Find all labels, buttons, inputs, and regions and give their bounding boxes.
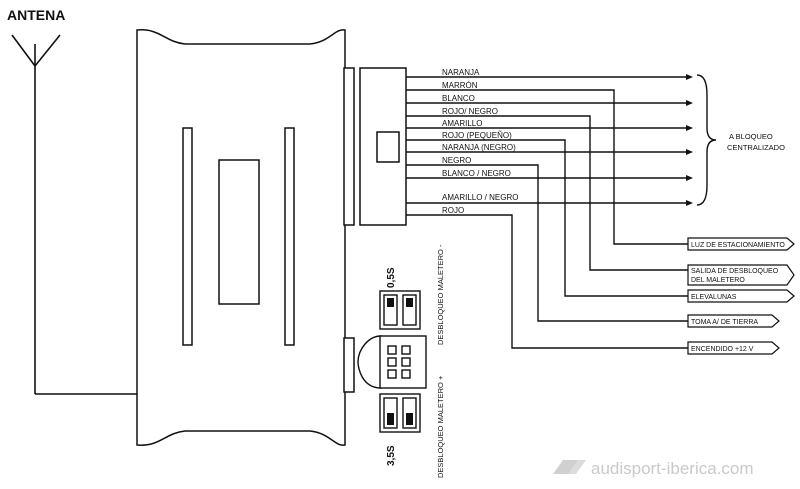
- output-tag-luz: [687, 237, 795, 251]
- output-label-elevalunas: ELEVALUNAS: [691, 294, 737, 301]
- wire-arrowhead: [686, 149, 693, 155]
- wire-arrowhead: [686, 74, 693, 80]
- watermark-logo-icon: [568, 460, 586, 474]
- jumper-pin: [401, 345, 411, 355]
- bracket-label-line1: A BLOQUEO: [729, 132, 773, 141]
- jumper-bottom-value: 3,5S: [386, 445, 397, 466]
- output-tag-toma: [687, 314, 780, 328]
- wire-label-negro: NEGRO: [442, 156, 471, 165]
- wire-label-rojo: ROJO: [442, 206, 464, 215]
- wire-connector: [359, 67, 407, 226]
- wire-label-rojo-pequeno: ROJO (PEQUEÑO): [442, 131, 512, 140]
- jumper-block: [357, 290, 427, 433]
- watermark-logo-icon: [553, 460, 580, 474]
- bracket-label-line2: CENTRALIZADO: [727, 143, 785, 152]
- jumper-top-label: DESBLOQUEO MALETERO -: [436, 244, 445, 345]
- wire-label-amarillo: AMARILLO: [442, 119, 482, 128]
- output-tag-elevalunas: [687, 289, 795, 303]
- wire-label-blanco: BLANCO: [442, 94, 475, 103]
- output-label-luz: LUZ DE ESTACIONAMIENTO: [691, 242, 785, 249]
- output-label-encendido: ENCENDIDO +12 V: [691, 346, 754, 353]
- wire-labels: NARANJA MARRÓN BLANCO ROJO/ NEGRO AMARIL…: [442, 68, 518, 215]
- wire-label-rojo-negro: ROJO/ NEGRO: [442, 107, 498, 116]
- jumper-pin: [387, 369, 397, 379]
- jumper-pin: [401, 357, 411, 367]
- jumper-bottom-cap: [387, 413, 394, 425]
- output-label-salida-line2: DEL MALETERO: [691, 277, 745, 284]
- output-label-toma: TOMA A/ DE TIERRA: [691, 319, 758, 326]
- wire-arrowhead: [686, 125, 693, 131]
- jumper-top-cap: [387, 298, 394, 307]
- output-label-salida-line1: SALIDA DE DESBLOQUEO: [691, 268, 779, 275]
- wire-arrowhead: [686, 175, 693, 181]
- antenna-arm-right: [34, 34, 61, 67]
- module-chip: [218, 159, 260, 305]
- wire-negro: [406, 164, 688, 322]
- antenna: [11, 34, 137, 395]
- wire-marron: [406, 89, 688, 245]
- wire-rojo-negro: [406, 115, 688, 271]
- wire-label-blanco-negro: BLANCO / NEGRO: [442, 169, 511, 178]
- control-module: [136, 29, 355, 446]
- watermark-text: audisport-iberica.com: [591, 459, 754, 478]
- wire-arrowhead: [686, 200, 693, 206]
- jumper-connector-hood: [357, 335, 382, 389]
- wire-label-amarillo-negro: AMARILLO / NEGRO: [442, 193, 518, 202]
- wire-label-marron: MARRÓN: [442, 81, 478, 90]
- jumper-pin: [387, 357, 397, 367]
- module-side-plate: [343, 67, 355, 226]
- jumper-pin: [387, 345, 397, 355]
- jumper-top-value: 0,5S: [386, 267, 397, 288]
- wire-label-naranja-negro: NARANJA (NEGRO): [442, 143, 516, 152]
- antenna-label: ANTENA: [7, 7, 65, 23]
- wire-label-naranja: NARANJA: [442, 68, 480, 77]
- jumper-bottom-cap: [406, 413, 413, 425]
- jumper-pin: [401, 369, 411, 379]
- module-side-plate-lower: [343, 337, 355, 393]
- module-slot-left: [182, 127, 193, 346]
- wire-arrowhead: [686, 100, 693, 106]
- wire-rojo: [406, 214, 688, 349]
- antenna-arm-left: [11, 34, 36, 67]
- wire-lines: [406, 74, 693, 349]
- wire-rojo-pequeno: [406, 139, 688, 297]
- jumper-fill: [387, 298, 413, 425]
- output-tag-encendido: [687, 341, 780, 355]
- module-slot-right: [284, 127, 295, 346]
- output-tags: [687, 237, 795, 355]
- connector-latch: [376, 131, 400, 163]
- watermark: audisport-iberica.com: [553, 459, 754, 478]
- central-locking-bracket: [696, 74, 717, 206]
- output-tag-salida: [687, 264, 795, 286]
- jumper-top-cap: [406, 298, 413, 307]
- jumper-bottom-label: DESBLOQUEO MALETERO +: [436, 375, 445, 478]
